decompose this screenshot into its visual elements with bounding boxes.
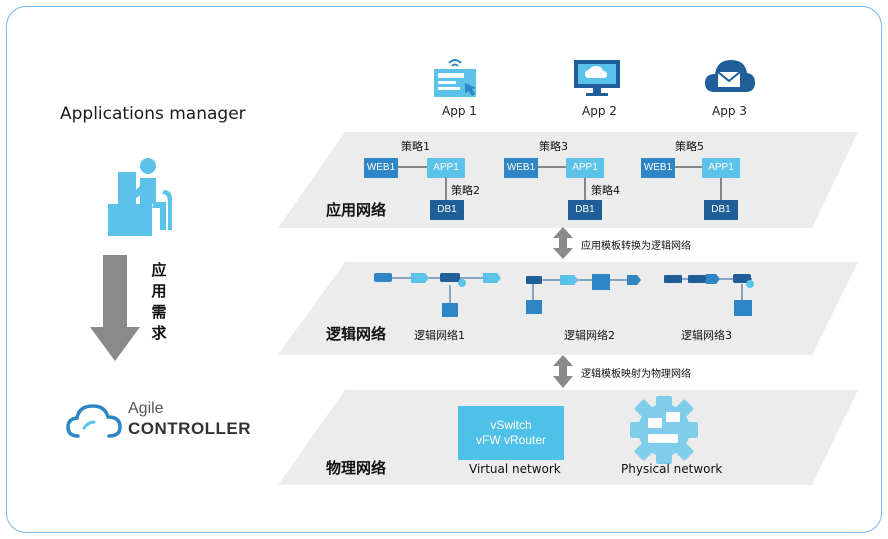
switch-icon [526, 276, 542, 284]
logical-network-3-topology [664, 274, 754, 316]
app-node: APP1 [702, 158, 740, 178]
agile-text: Agile [128, 400, 164, 417]
db-node: DB1 [704, 200, 738, 220]
app-terminal-icon [434, 59, 476, 97]
arrow-text-char: 需 [151, 303, 167, 321]
db-node: DB1 [430, 200, 464, 220]
controller-text: CONTROLLER [128, 419, 252, 438]
cloud-mail-icon [705, 60, 755, 92]
vswitch-text: vSwitch [490, 418, 532, 432]
logical-network-1-topology [374, 273, 501, 317]
double-arrow-1 [553, 227, 573, 259]
logical-network-plane [278, 262, 858, 355]
app-node: APP1 [427, 158, 465, 178]
app-3-label: App 3 [712, 104, 747, 118]
app-1-label: App 1 [442, 104, 477, 118]
policy-label: 策略5 [675, 140, 704, 153]
application-demand-text: 应 用 需 求 [150, 260, 168, 344]
physical-network-plane [278, 390, 858, 485]
server-icon [734, 300, 752, 316]
transform-arrow-label: 应用模板转换为逻辑网络 [581, 241, 691, 252]
policy-label: 策略1 [401, 140, 430, 153]
physical-network-label: Physical network [621, 462, 723, 476]
switch-icon [664, 275, 682, 283]
virtual-network-box: vSwitch vFW vRouter [458, 406, 564, 460]
logical-network-3-label: 逻辑网络3 [681, 329, 732, 342]
app-2-label: App 2 [582, 104, 617, 118]
physical-network-gear-icon [630, 396, 698, 464]
person-at-computer-icon [108, 158, 172, 236]
applications-manager-title: Applications manager [60, 104, 246, 124]
arrow-text-char: 求 [151, 324, 167, 342]
db-node: DB1 [568, 200, 602, 220]
server-icon [526, 300, 542, 314]
policy-label: 策略4 [591, 184, 620, 197]
firewall-icon [560, 275, 578, 285]
web-node: WEB1 [504, 158, 538, 178]
router-icon [733, 274, 751, 283]
switch-icon [688, 275, 706, 283]
arrow-text-char: 用 [151, 282, 167, 300]
firewall-icon [483, 273, 501, 283]
mapping-arrow-label: 逻辑模板映射为物理网络 [581, 369, 691, 380]
double-arrow-2 [553, 355, 573, 388]
arrow-text-char: 应 [151, 261, 167, 279]
firewall-icon [411, 273, 429, 283]
logical-network-title: 逻辑网络 [326, 325, 387, 343]
policy-label: 策略2 [451, 184, 480, 197]
server-icon [442, 303, 458, 317]
logical-network-2-topology [526, 274, 641, 314]
vfw-vrouter-text: vFW vRouter [475, 433, 546, 447]
application-network-title: 应用网络 [326, 201, 387, 219]
router-icon [440, 273, 460, 282]
agile-controller-cloud-logo [66, 404, 122, 438]
firewall-icon [627, 275, 641, 285]
logical-network-1-label: 逻辑网络1 [414, 329, 465, 342]
web-node: WEB1 [364, 158, 398, 178]
firewall-icon [706, 274, 720, 284]
app-node: APP1 [566, 158, 604, 178]
server-icon [592, 274, 610, 290]
web-node: WEB1 [641, 158, 675, 178]
policy-label: 策略3 [539, 140, 568, 153]
downward-arrow [90, 255, 140, 361]
logical-network-2-label: 逻辑网络2 [564, 329, 615, 342]
monitor-icon [574, 60, 620, 96]
virtual-network-label: Virtual network [469, 462, 561, 476]
physical-network-title: 物理网络 [326, 459, 387, 477]
switch-icon [374, 273, 392, 282]
